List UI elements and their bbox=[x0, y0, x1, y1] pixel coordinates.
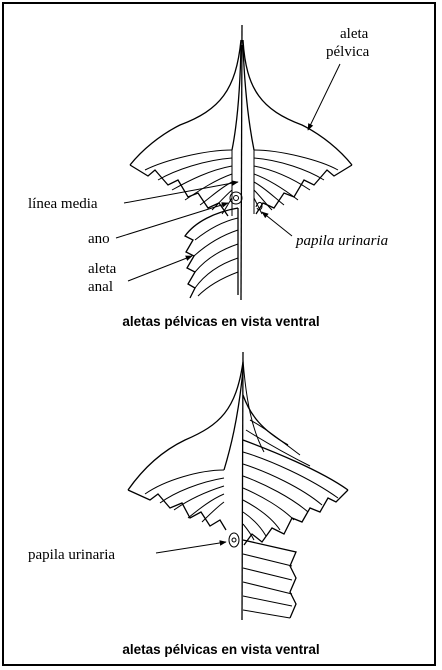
left-pelvic-fin bbox=[130, 40, 241, 216]
label-aleta-pelvica-2: pélvica bbox=[326, 44, 370, 60]
urinary-papilla-bottom bbox=[229, 533, 239, 547]
filament bbox=[243, 360, 264, 452]
label-ano: ano bbox=[88, 231, 110, 247]
top-fish-ventral bbox=[130, 25, 352, 300]
label-aleta-anal-2: anal bbox=[88, 279, 113, 295]
arrow-papila-urinaria-bottom bbox=[156, 542, 226, 553]
label-aleta-pelvica-1: aleta bbox=[340, 26, 369, 42]
left-pelvic-fin-bottom bbox=[128, 362, 243, 530]
right-pelvic-fin-bottom bbox=[243, 395, 348, 545]
label-aleta-anal-1: aleta bbox=[88, 261, 117, 277]
bottom-fish-side bbox=[128, 352, 348, 620]
anal-fin bbox=[185, 208, 238, 298]
right-pelvic-fin bbox=[243, 40, 352, 214]
arrow-papila-urinaria-top bbox=[262, 212, 292, 236]
label-linea-media: línea media bbox=[28, 196, 98, 212]
arrow-aleta-pelvica bbox=[308, 64, 340, 130]
arrow-aleta-anal bbox=[128, 256, 192, 281]
arrow-ano bbox=[116, 203, 228, 238]
midline-bottom bbox=[242, 352, 243, 620]
caption-top: aletas pélvicas en vista ventral bbox=[122, 314, 319, 329]
caption-bottom: aletas pélvicas en vista ventral bbox=[122, 642, 319, 657]
midline bbox=[241, 25, 242, 300]
label-papila-urinaria-bottom: papila urinaria bbox=[28, 547, 115, 563]
label-papila-urinaria-top: papila urinaria bbox=[295, 233, 388, 249]
anal-fin-bottom bbox=[243, 540, 296, 618]
